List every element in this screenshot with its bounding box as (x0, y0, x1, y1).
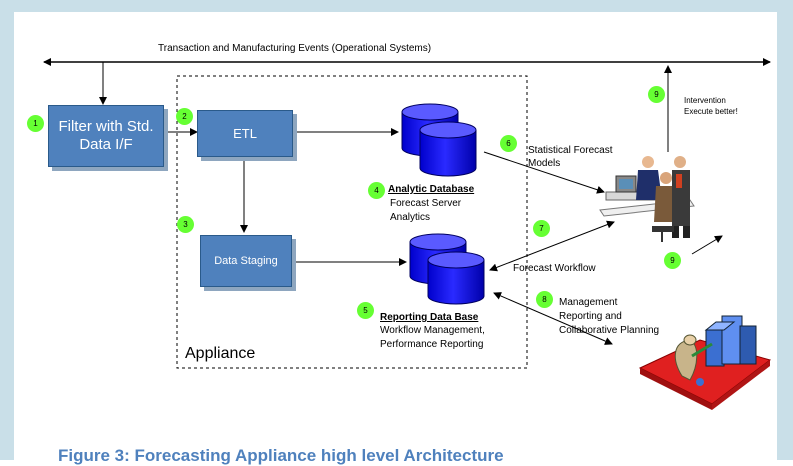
step-badge-3: 3 (177, 216, 194, 233)
etl-box-label: ETL (233, 126, 257, 141)
analytic-db-line2: Forecast Server (390, 198, 462, 209)
management-line3: Collaborative Planning (559, 325, 660, 336)
forecast-workflow-arrow (489, 220, 615, 272)
etl-box: ETL (197, 110, 293, 157)
management-line2: Reporting and (559, 311, 622, 322)
management-line1: Management (559, 297, 618, 308)
figure-caption: Figure 3: Forecasting Appliance high lev… (58, 446, 504, 465)
step-badge-9-execute: 9 (664, 252, 681, 269)
appliance-boundary (176, 75, 528, 369)
execute-better-arrow (691, 235, 723, 255)
step-badge-7: 7 (533, 220, 550, 237)
step-badge-1: 1 (27, 115, 44, 132)
appliance-label: Appliance (185, 345, 256, 362)
collaborative-planning-icon (638, 315, 772, 410)
step-badge-6: 6 (500, 135, 517, 152)
analytic-db-title: Analytic Database (388, 184, 475, 195)
data-staging-label: Data Staging (214, 255, 278, 267)
analytic-database-icon (401, 103, 477, 177)
statistical-forecast-line1: Statistical Forecast (528, 145, 613, 156)
reporting-database-icon (409, 233, 485, 305)
step-badge-8: 8 (536, 291, 553, 308)
filter-box: Filter with Std. Data I/F (48, 105, 164, 167)
step-badge-4: 4 (368, 182, 385, 199)
operational-bus-label: Transaction and Manufacturing Events (Op… (158, 43, 432, 54)
intervention-line1: Intervention (684, 96, 726, 105)
forecast-workflow-label: Forecast Workflow (513, 263, 596, 274)
statistical-forecast-arrow (483, 151, 605, 194)
users-workstation-icon (599, 156, 695, 242)
reporting-db-title: Reporting Data Base (380, 312, 479, 323)
management-reporting-arrow (493, 292, 613, 345)
intervention-line2: Execute better! (684, 107, 738, 116)
analytic-db-line3: Analytics (390, 212, 431, 223)
step-badge-5: 5 (357, 302, 374, 319)
statistical-forecast-line2: Models (528, 158, 561, 169)
reporting-db-line2: Workflow Management, (380, 325, 485, 336)
step-badge-2: 2 (176, 108, 193, 125)
step-badge-9-intervention: 9 (648, 86, 665, 103)
data-staging-box: Data Staging (200, 235, 292, 287)
filter-box-label: Filter with Std. Data I/F (58, 118, 154, 153)
reporting-db-line3: Performance Reporting (380, 339, 484, 350)
